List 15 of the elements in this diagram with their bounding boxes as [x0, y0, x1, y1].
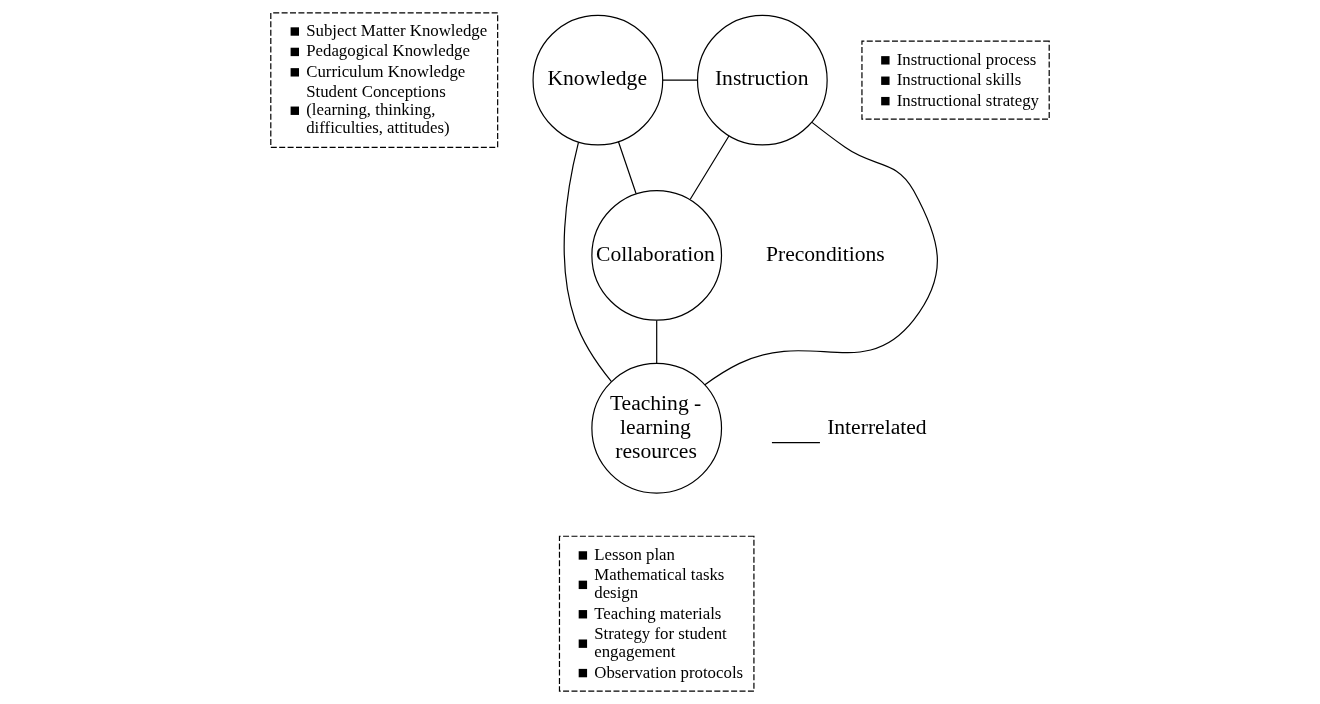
node-circle: Teaching - learning resources	[591, 362, 723, 494]
connector	[656, 319, 658, 364]
node-circle: Instruction	[696, 14, 828, 146]
node-circle: Collaboration	[591, 189, 723, 321]
node-box: Subject Matter Knowledge Pedagogical Knowledge Curriculum Knowledge Student Conceptions (learning, thinking, difficulties, attitudes)	[270, 12, 499, 148]
label: Preconditions	[765, 241, 885, 266]
node-box: Lesson plan Mathematical tasks design Teaching materials Strategy for student engagement Observation protocols	[558, 535, 755, 692]
legend-label: Interrelated	[827, 414, 927, 439]
node-circle: Knowledge	[532, 14, 664, 146]
connector	[689, 135, 730, 200]
connector	[662, 79, 698, 81]
connector	[617, 141, 637, 195]
node-box: Instructional process Instructional skills Instructional strategy	[861, 40, 1050, 120]
connector	[704, 121, 938, 386]
connector	[563, 141, 613, 383]
